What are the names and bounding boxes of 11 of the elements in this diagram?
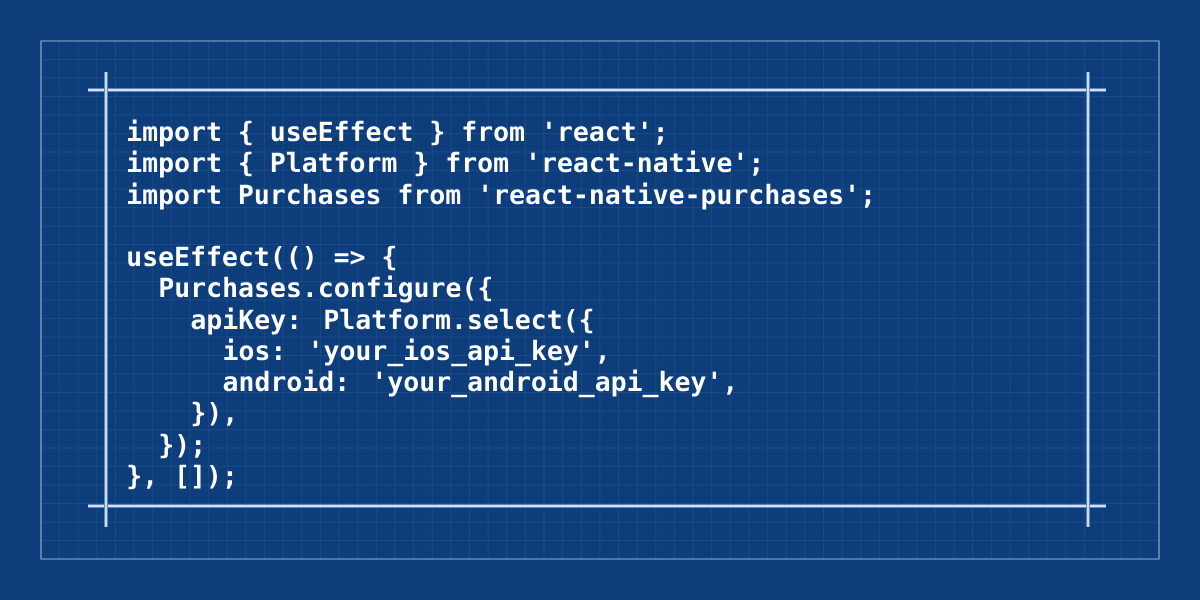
code-line: import { Platform } from 'react-native'; [128, 150, 759, 178]
code-line: }); [160, 433, 201, 459]
code-line: apiKey: Platform.select({ [191, 307, 593, 335]
code-line: android: 'your_android_api_key', [223, 369, 733, 398]
code-line: Purchases.configure({ [160, 275, 491, 303]
code-line: useEffect(() => { [128, 245, 396, 271]
code-line: }), [192, 401, 233, 427]
code-line: }, []); [128, 464, 233, 490]
code-line: import { useEffect } from 'react'; [128, 119, 663, 147]
code-line: ios: 'your_ios_api_key', [224, 338, 605, 367]
code-line: import Purchases from 'react-native-purchases'; [128, 182, 871, 210]
